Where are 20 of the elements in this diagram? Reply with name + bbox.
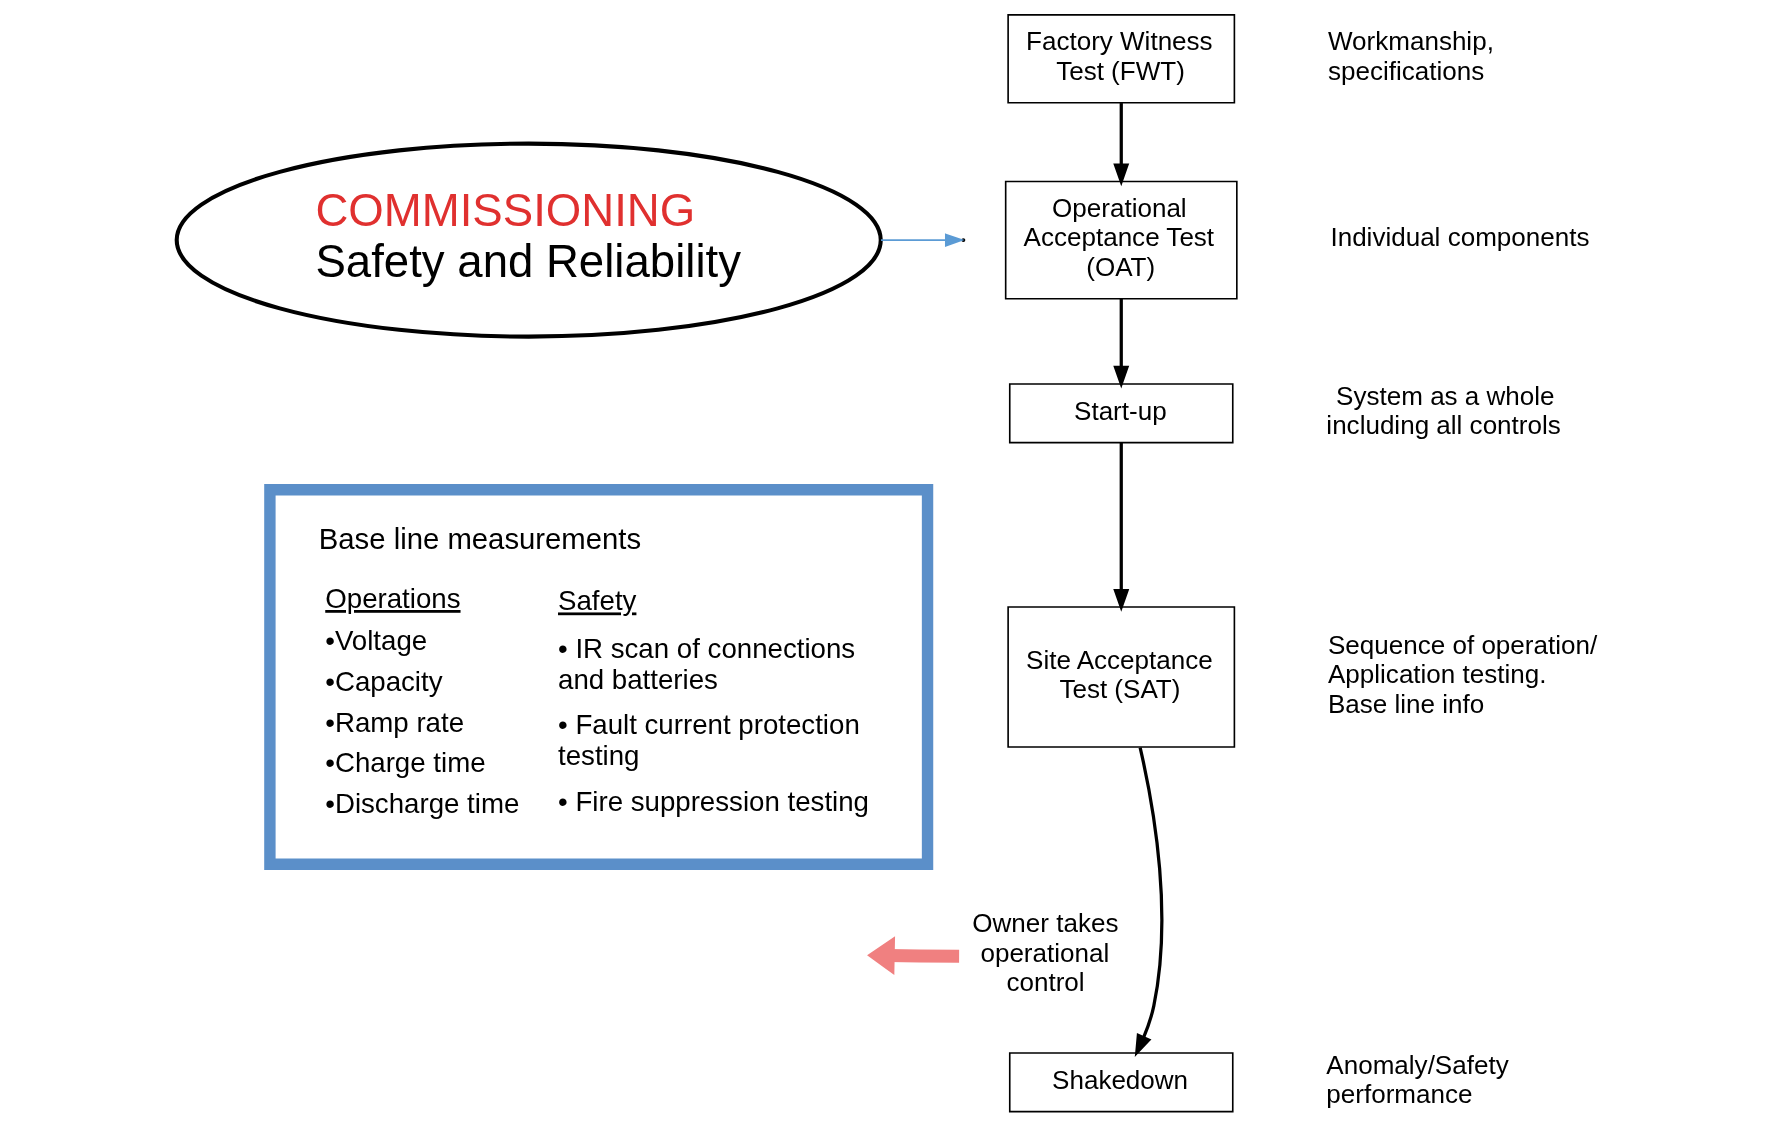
node-box: Start-up (1008, 383, 1234, 444)
arrow (1113, 442, 1130, 612)
node-label: Workmanship, specifications (1327, 26, 1494, 86)
node-box: Factory Witness Test (FWT) (1007, 14, 1236, 104)
node-label: Base line info (1327, 688, 1485, 719)
node-box: Site Acceptance Test (SAT) (1007, 606, 1236, 748)
arrow (1134, 747, 1164, 1057)
node-ellipse: COMMISSIONING Safety and Reliability (174, 141, 883, 339)
node-box: Operational Acceptance Test (OAT) (1004, 180, 1238, 300)
node-box: Base line measurements Operations •Voltage •Capacity •Ramp rate •Charge time •Discharge time Safety • IR scan of connections and batteries • Fault current protection testing • Fire suppression testing (264, 484, 934, 870)
node-box: Shakedown (1008, 1052, 1234, 1113)
arrow (1113, 298, 1130, 389)
arrow (880, 233, 965, 247)
node-label: Anomaly/Safety performance (1326, 1049, 1509, 1110)
node-label: Individual components (1330, 222, 1590, 253)
node-label: System as a whole including all controls (1326, 380, 1561, 441)
node-text: Owner takes operational control (972, 908, 1119, 997)
node-label: Sequence of operation/ Application testing. (1327, 629, 1598, 690)
arrow (867, 936, 960, 976)
arrow (1113, 103, 1130, 187)
